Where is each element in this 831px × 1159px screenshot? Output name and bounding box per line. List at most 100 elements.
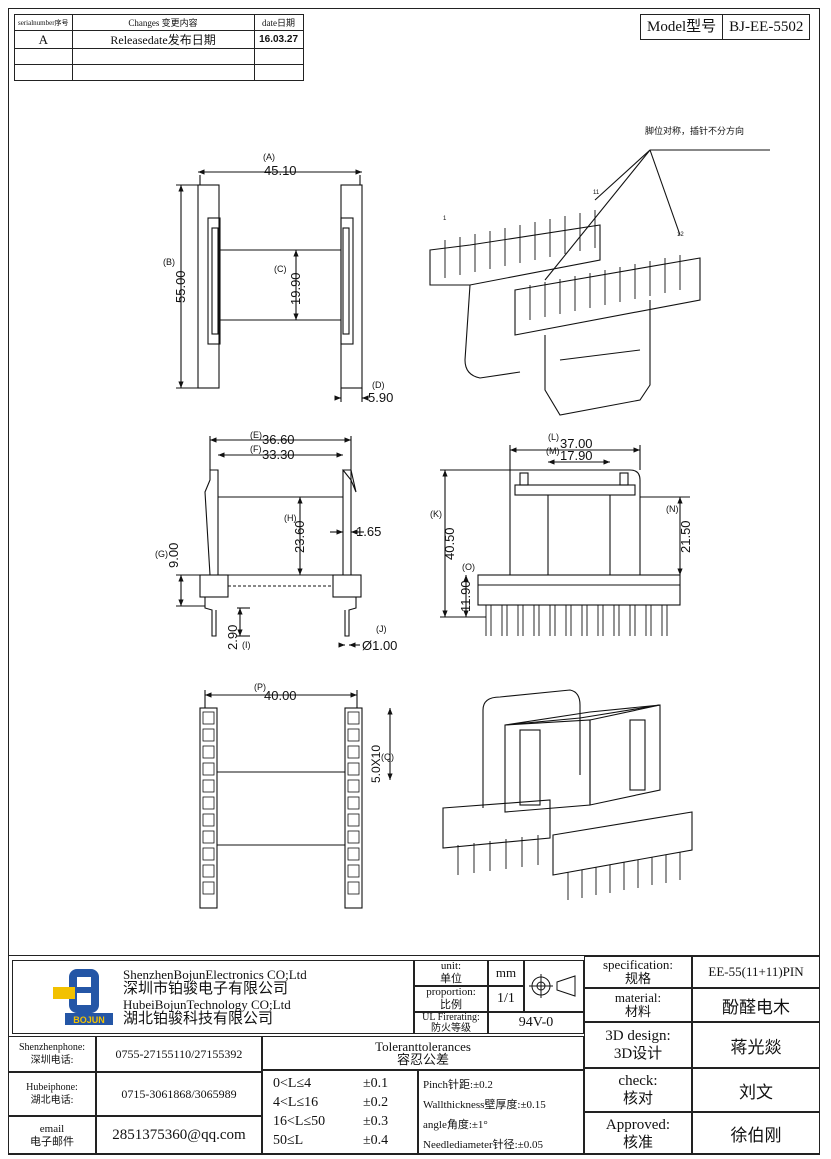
material-value: 酚醛电木 xyxy=(692,988,820,1022)
dim-G-label: (G) xyxy=(155,549,168,559)
spec-label: specification: 规格 xyxy=(584,956,692,988)
dim-B-label: (B) xyxy=(163,257,175,267)
dim-A-label: (A) xyxy=(263,152,275,162)
tolerance-value: ±0.1 xyxy=(363,1076,389,1091)
tolerance-value: ±0.4 xyxy=(363,1133,389,1148)
bojun-logo-icon: BOJUN xyxy=(53,969,113,1025)
tolerance-range: 0<L≤4 xyxy=(273,1076,312,1091)
revision-row xyxy=(14,64,304,81)
tolerance-note: Pinch针距:±0.2 xyxy=(423,1079,493,1091)
tolerance-row: 4<L≤16 ±0.2 xyxy=(273,1093,407,1112)
front-view xyxy=(199,469,362,637)
rev-date xyxy=(253,64,304,81)
hb-phone-label: Hubeiphone: 湖北电话: xyxy=(8,1072,96,1116)
dim-Q-label: (Q) xyxy=(381,752,394,762)
revision-table: serialnumber序号 Changes 变更内容 date日期 A Rel… xyxy=(14,14,304,81)
bottom-view xyxy=(199,707,363,909)
side-view xyxy=(477,469,681,636)
drawing-frame xyxy=(8,8,820,1154)
dim-I-value: 2.90 xyxy=(225,625,240,650)
approved-label: Approved: 核准 xyxy=(584,1112,692,1155)
dim-P-label: (P) xyxy=(254,682,266,692)
tolerance-notes: Pinch针距:±0.2 Wallthickness壁厚度:±0.15 angl… xyxy=(418,1070,584,1155)
isometric-view-top xyxy=(429,149,770,416)
dim-N-value: 21.50 xyxy=(678,520,693,553)
company-cn-2: 湖北铂骏科技有限公司 xyxy=(123,1011,274,1027)
tolerance-value: ±0.3 xyxy=(363,1114,389,1129)
pin-label-12: 12 xyxy=(677,232,684,238)
check-label: check: 核对 xyxy=(584,1068,692,1112)
isometric-view-bottom xyxy=(442,689,693,900)
tolerance-note: Needlediameter针径:±0.05 xyxy=(423,1139,543,1151)
unit-value: mm xyxy=(488,960,524,986)
dim-C-label: (C) xyxy=(274,264,287,274)
company-cn-1: 深圳市铂骏电子有限公司 xyxy=(123,981,289,997)
ul-value: 94V-0 xyxy=(488,1012,584,1034)
title-block: BOJUN ShenzhenBojunElectronics CO;Ltd 深圳… xyxy=(8,955,820,1155)
material-label: material: 材料 xyxy=(584,988,692,1022)
email-label: email 电子邮件 xyxy=(8,1116,96,1155)
dim-H-label: (H) xyxy=(284,513,297,523)
sz-phone-label: Shenzhenphone: 深圳电话: xyxy=(8,1036,96,1072)
dim-P-value: 40.00 xyxy=(264,688,297,703)
dim-C-value: 19.90 xyxy=(288,272,303,305)
email: 2851375360@qq.com xyxy=(96,1116,262,1155)
tolerance-note: angle角度:±1° xyxy=(423,1119,488,1131)
dim-G-value: 9.00 xyxy=(166,543,181,568)
dim-L-value: 37.00 xyxy=(560,436,593,451)
dim-A-value: 45.10 xyxy=(264,163,297,178)
tolerance-range: 16<L≤50 xyxy=(273,1114,326,1129)
dim-K-value: 40.50 xyxy=(442,527,457,560)
dim-K-label: (K) xyxy=(430,509,442,519)
dim-E-value: 36.60 xyxy=(262,432,295,447)
tolerance-range: 50≤L xyxy=(273,1133,304,1148)
dim-M-label: (M) xyxy=(546,446,560,456)
check-value: 刘文 xyxy=(692,1068,820,1112)
tolerance-note: Wallthickness壁厚度:±0.15 xyxy=(423,1099,546,1111)
proportion-label: proportion: 比例 xyxy=(414,986,488,1012)
dim-J-value: Ø1.00 xyxy=(362,638,397,653)
model-label: Model型号 xyxy=(641,15,724,39)
model-box: Model型号 BJ-EE-5502 xyxy=(640,14,811,40)
company-en-2: HubeiBojunTechnology CO;Ltd xyxy=(123,997,291,1012)
dim-B-value: 55.00 xyxy=(173,270,188,303)
revision-row: A Releasedate发布日期 16.03.27 xyxy=(14,30,304,49)
dim-Q-value: 5.0X10 xyxy=(369,745,383,783)
design-label: 3D design: 3D设计 xyxy=(584,1022,692,1068)
dim-H2-value: 1.65 xyxy=(356,524,381,539)
tolerance-row: 50≤L ±0.4 xyxy=(273,1131,407,1150)
dim-D-value: 5.90 xyxy=(368,390,393,405)
tolerance-range: 4<L≤16 xyxy=(273,1095,319,1110)
company-en-1: ShenzhenBojunElectronics CO;Ltd xyxy=(123,967,307,982)
model-value: BJ-EE-5502 xyxy=(729,19,804,35)
tolerance-title: Toleranttolerances 容忍公差 xyxy=(262,1036,584,1070)
dim-M-value: 17.90 xyxy=(560,448,593,463)
hb-phone: 0715-3061868/3065989 xyxy=(96,1072,262,1116)
tolerance-range-table: 0<L≤4 ±0.1 4<L≤16 ±0.2 16<L≤50 ±0.3 50≤L ±0.… xyxy=(262,1070,418,1155)
tolerance-value: ±0.2 xyxy=(363,1095,389,1110)
dim-O-value: 11.90 xyxy=(458,580,473,612)
technical-drawing: (A) 45.10 (B) 55.00 (C) 19.90 (D) 5.90 (… xyxy=(155,125,770,909)
logo-text: BOJUN xyxy=(73,1015,105,1025)
proportion-value: 1/1 xyxy=(488,986,524,1012)
pin-label-1: 1 xyxy=(443,216,447,222)
dim-O-label: (O) xyxy=(462,562,475,572)
top-view xyxy=(197,175,363,389)
tolerance-row: 16<L≤50 ±0.3 xyxy=(273,1112,407,1131)
dim-D-label: (D) xyxy=(372,380,385,390)
dim-N-label: (N) xyxy=(666,504,679,514)
dim-I-label: (I) xyxy=(242,640,251,650)
dim-H-value: 23.60 xyxy=(292,520,307,553)
dim-F-value: 33.30 xyxy=(262,447,295,462)
dim-E-label: (E) xyxy=(250,430,262,440)
revision-row xyxy=(14,48,304,65)
spec-value: EE-55(11+11)PIN xyxy=(692,956,820,988)
dim-L-label: (L) xyxy=(548,432,559,442)
dim-J-label: (J) xyxy=(376,624,387,634)
projection-symbol-icon xyxy=(524,960,584,1012)
annotation-note: 脚位对称，插针不分方向 xyxy=(645,125,744,136)
unit-label: unit: 单位 xyxy=(414,960,488,986)
design-value: 蒋光燚 xyxy=(692,1022,820,1068)
tolerance-row: 0<L≤4 ±0.1 xyxy=(273,1074,407,1093)
ul-label: UL Firerating: 防火等级 xyxy=(414,1012,488,1034)
